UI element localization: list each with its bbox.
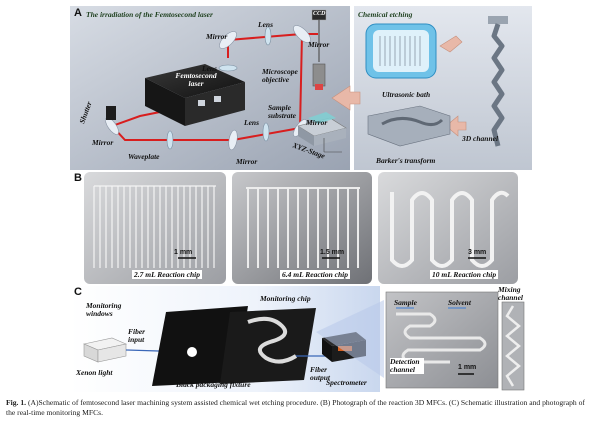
objective-ring [315,84,323,90]
chip-photo-1 [84,172,226,284]
mirror-low-label: Mirror [306,118,328,127]
mirror-top-right [293,25,311,43]
lens-top-label: Lens [258,20,273,29]
monitoring-setup-schematic [70,286,525,392]
chip-1-channels [93,185,216,268]
detection-channel-label: Detection channel [390,358,424,374]
lens-mid-label: Lens [202,64,217,73]
mirror-top-left-label: Mirror [206,32,228,41]
lens-low-label: Lens [244,118,259,127]
figure-caption: Fig. 1. (A)Schematic of femtosecond lase… [6,398,594,418]
microscope-label: Microscope objective [262,67,298,84]
3d-channel-label: 3D channel [462,134,499,143]
lens-low [262,122,270,142]
femtosecond-laser-box [145,64,245,126]
barker-transform-model [367,105,451,147]
sample-substrate-label: Sample substrate [268,103,296,120]
panel-c: C Monitoring windows Fiber input Xenon l… [70,286,532,392]
laser-box-label: Femtosecond laser [175,71,217,88]
panel-a-right-title: Chemical etching [358,10,413,19]
figure-caption-text: (A)Schematic of femtosecond laser machin… [6,398,585,417]
monitoring-chip-photo-channels [396,312,487,364]
barker-transform-label: Barker's transform [376,156,436,165]
monitoring-windows-label: Monitoring windows [86,301,122,318]
waveplate-optic [166,130,174,150]
panel-c-letter: C [74,286,82,298]
chip-1-caption: 2.7 mL Reaction chip [132,270,202,279]
panel-a-title: The irradiation of the Femtosecond laser [86,10,213,19]
monitoring-chip-label: Monitoring chip [260,294,311,303]
chip-2-channels [246,187,360,268]
microscope-objective [312,63,326,87]
process-arrows [331,35,467,137]
lens-mid [218,64,238,72]
lens-top [264,26,272,46]
panel-a: A The irradiation of the Femtosecond las… [70,6,532,170]
mixing-channel-label: Mixing channel [498,285,524,302]
3d-channel-model [488,16,508,147]
mixing-channel-path [505,305,521,387]
xenon-light-label: Xenon light [76,368,113,377]
xenon-light-source [83,337,127,363]
ultrasonic-bath [365,23,437,79]
black-fixture-label: Black packaging fixture [176,380,251,389]
chip-3-caption: 10 mL Reaction chip [430,270,499,279]
black-fixture-back [220,308,316,384]
sample-label: Sample [394,298,417,307]
shutter-device [106,106,116,120]
monitoring-window [187,347,197,357]
reaction-chip-photos [84,172,518,284]
chip-3-channels [390,190,510,268]
monitoring-chip-channel [247,316,298,364]
fiber-input-label: Fiber input [128,327,146,344]
fiber-output-label: Fiber output [310,365,331,382]
mirror-top-right-label: Mirror [308,40,330,49]
chip-2-caption: 6.4 mL Reaction chip [280,270,350,279]
mirror-bottom-label: Mirror [236,157,258,166]
solvent-label: Solvent [448,298,471,307]
panel-c-scale: 1 mm [458,364,477,371]
xyz-stage [297,112,347,146]
laser-system-schematic [70,6,532,170]
figure-label: Fig. 1. [6,398,27,407]
mirror-top-left [219,31,237,49]
chip-1-scale: 1 mm [174,249,193,256]
ultrasonic-bath-label: Ultrasonic bath [382,90,431,99]
ccd-label: CCD [313,11,326,17]
panel-b: B 1 mm 1.5 mm 3 mm 2.7 mL Reaction chip … [70,172,532,284]
spectrometer-label: Spectrometer [326,378,367,387]
waveplate-label: Waveplate [128,152,160,161]
chip-3-scale: 3 mm [468,249,487,256]
panel-a-letter: A [74,7,82,19]
chip-2-scale: 1.5 mm [320,249,345,256]
mirror-bottom [228,129,238,151]
projection-beam [316,300,384,378]
mirror-left-label: Mirror [92,138,114,147]
panel-b-letter: B [74,172,82,184]
